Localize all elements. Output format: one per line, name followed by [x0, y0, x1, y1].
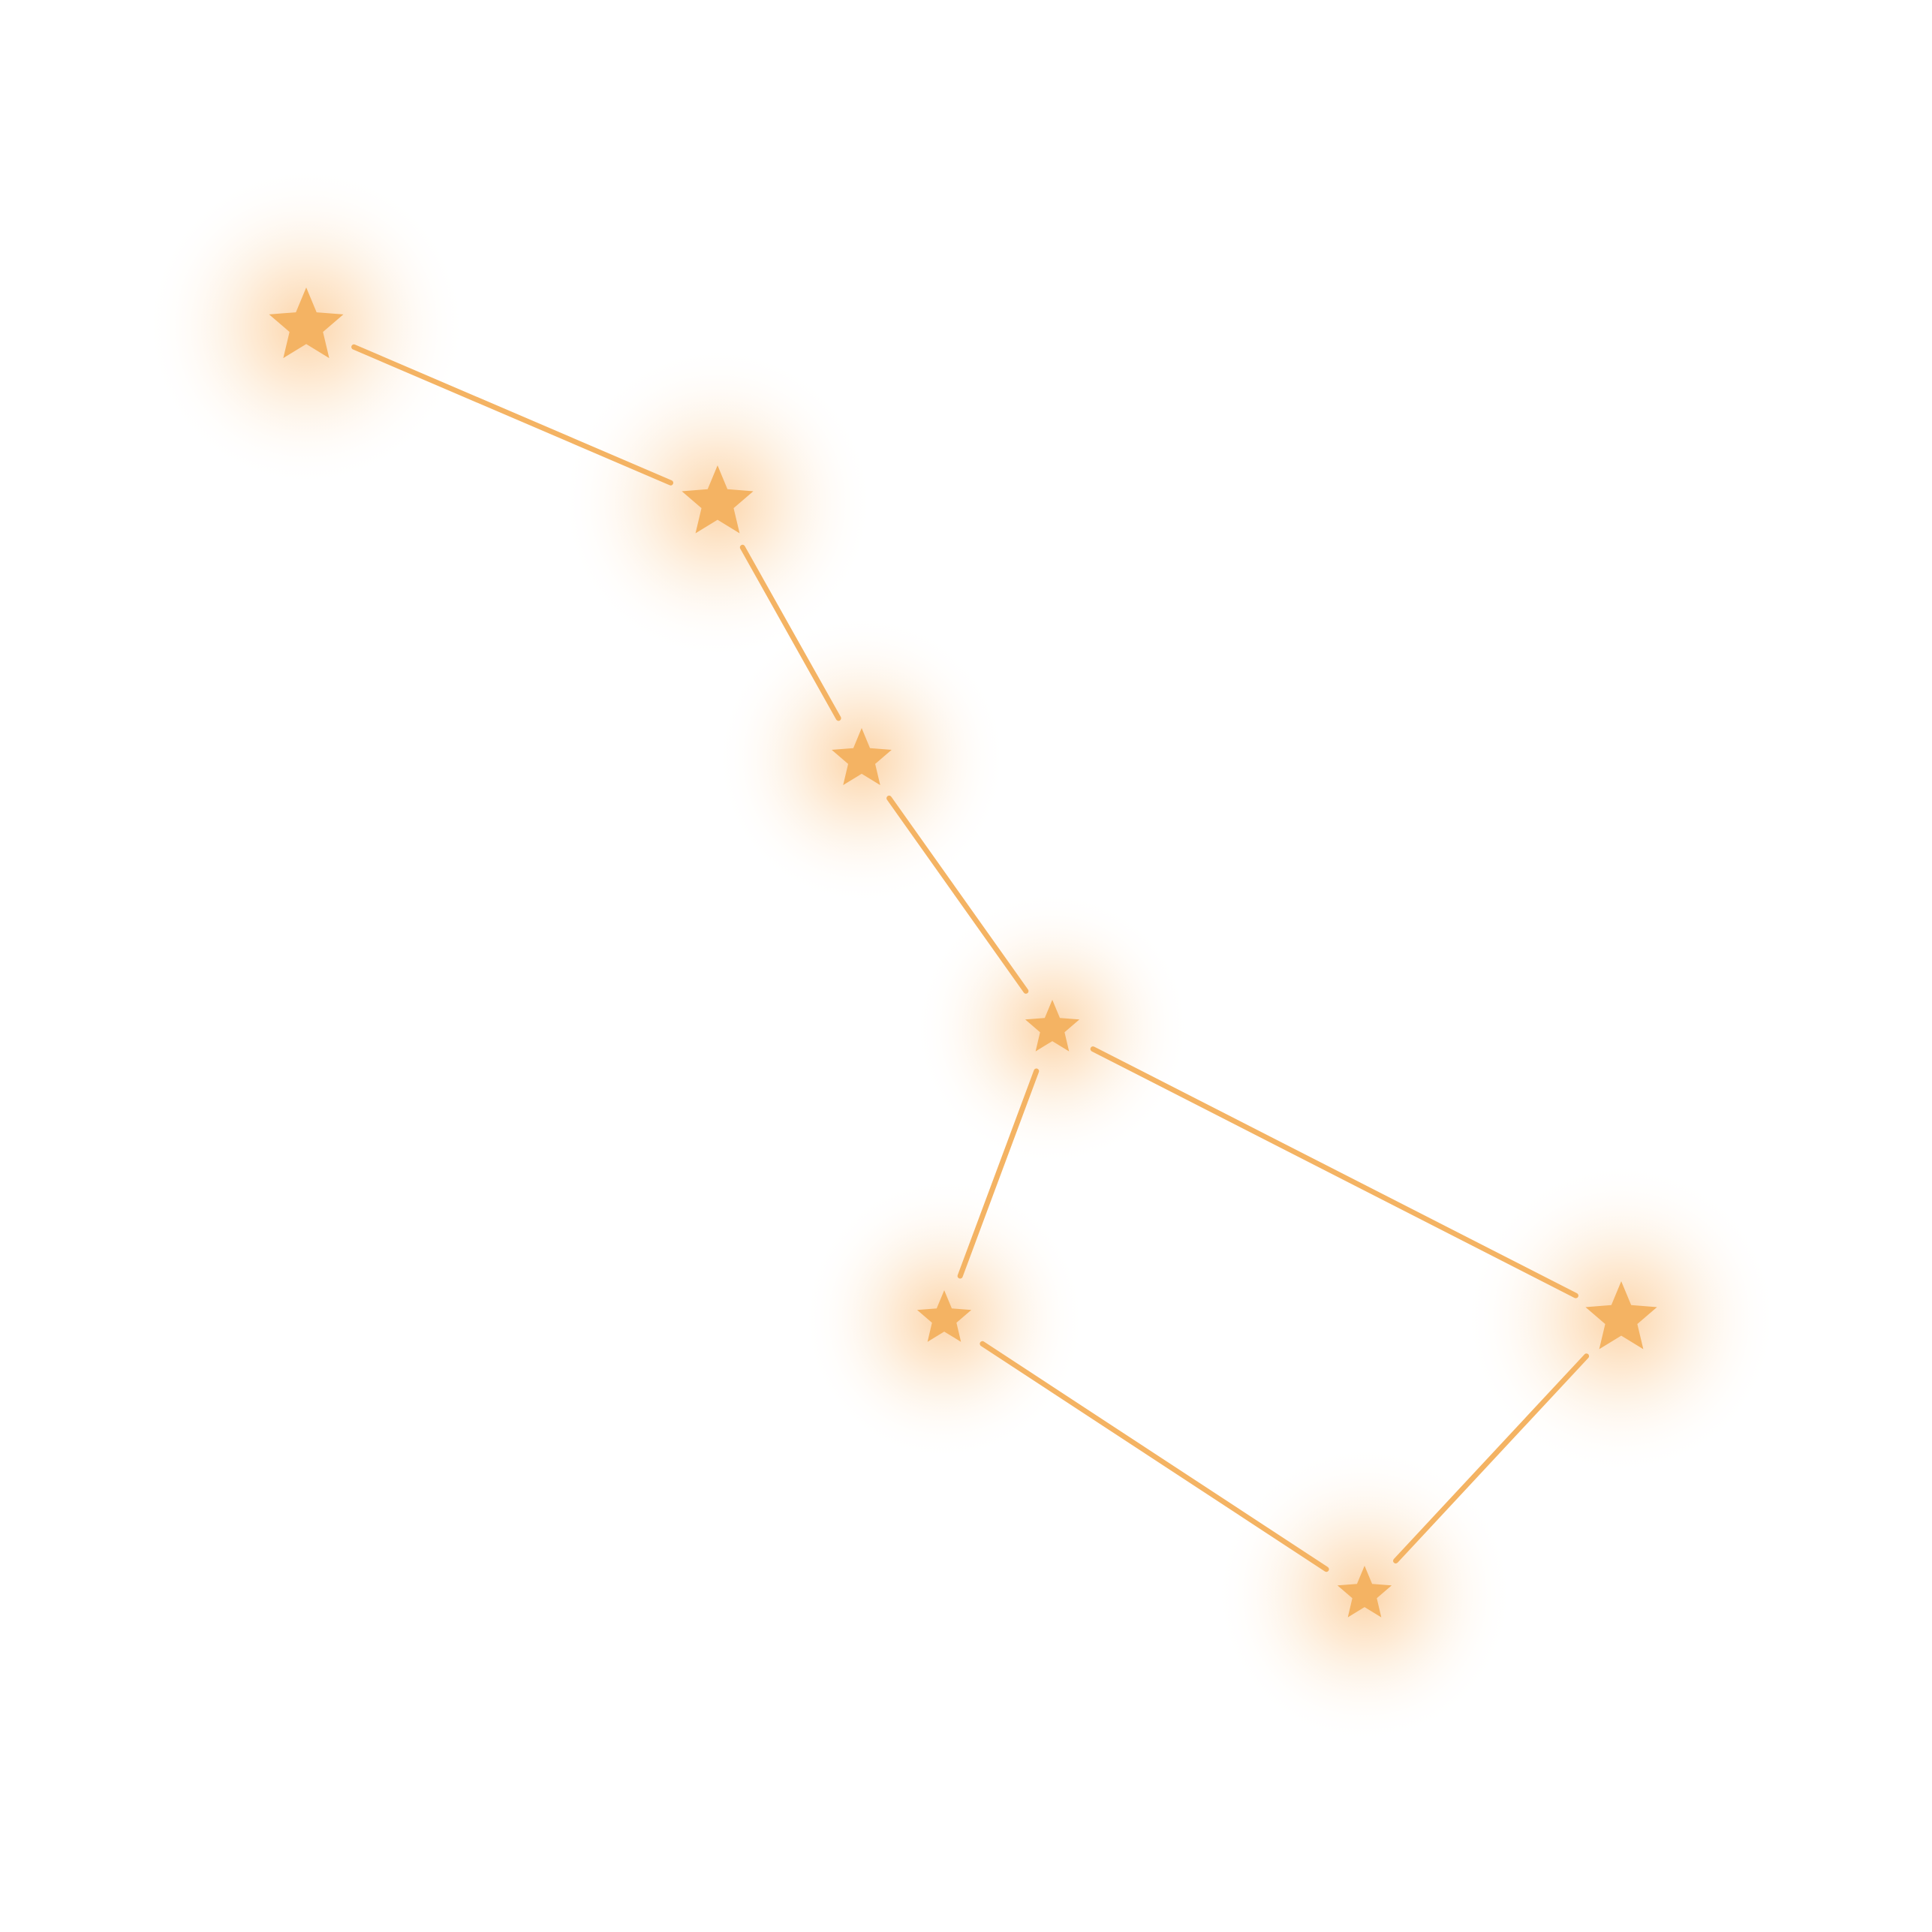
star-layer [269, 287, 1657, 1618]
star-icon [1585, 1281, 1657, 1350]
star-icon [916, 1290, 972, 1342]
connection-layer [351, 344, 1590, 1572]
star-icon [682, 465, 754, 534]
connection-line-star-4-star-5 [957, 1068, 1040, 1279]
connection-line-star-4-star-6 [1090, 1046, 1578, 1299]
connection-line-star-5-star-7 [980, 1341, 1329, 1572]
star-icon [269, 287, 344, 359]
connection-line-star-1-star-2 [351, 344, 673, 486]
connection-line-star-6-star-7 [1393, 1353, 1590, 1563]
star-icon [832, 728, 892, 785]
glow-layer [145, 165, 1779, 1744]
connection-line-star-3-star-4 [886, 796, 1029, 994]
star-icon [1337, 1566, 1392, 1618]
star-icon [1025, 1000, 1080, 1052]
connection-line-star-2-star-3 [739, 544, 841, 721]
